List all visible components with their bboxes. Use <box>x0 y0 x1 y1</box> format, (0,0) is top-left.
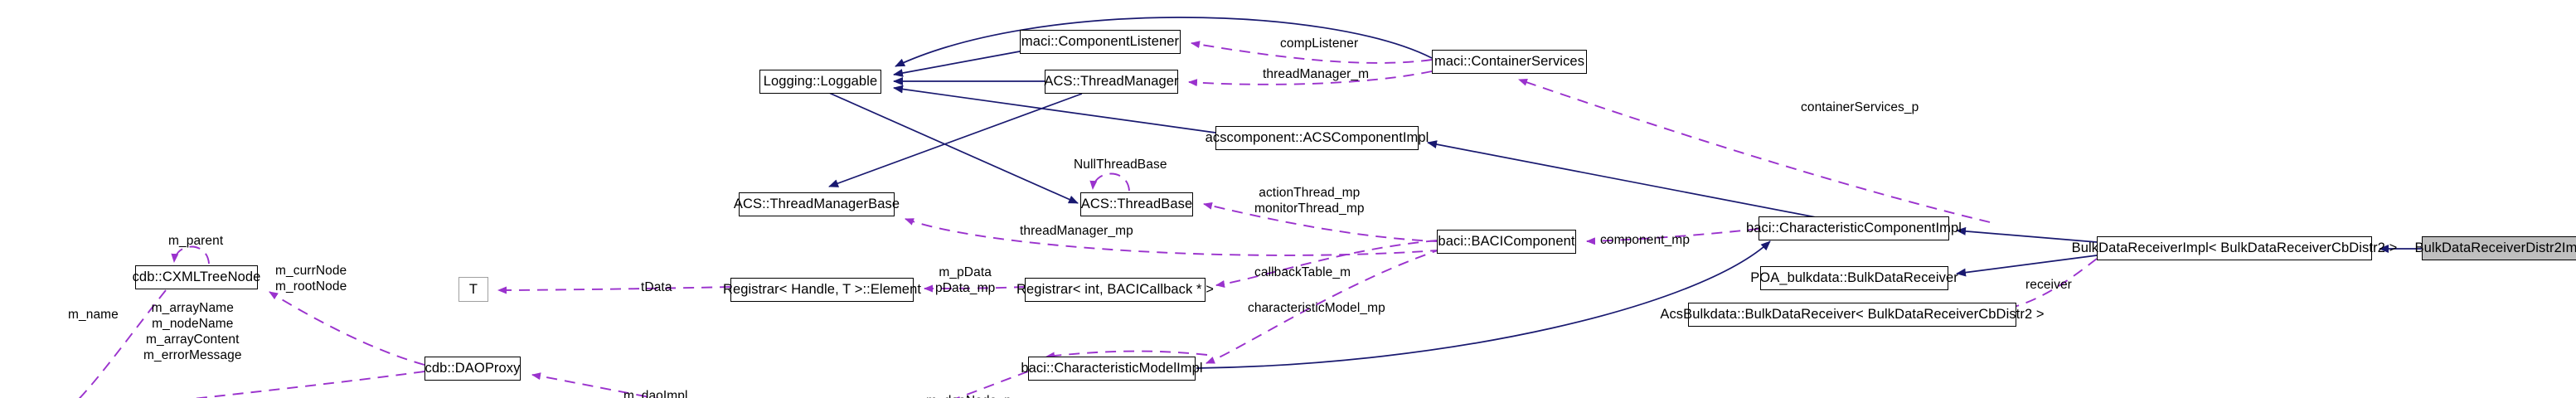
edge-label-m-daonode-p: m_daoNode_p <box>926 394 1011 398</box>
edge-label-line: m_arrayContent <box>146 332 240 347</box>
node-label: baci::CharacteristicComponentImpl <box>1745 221 1962 236</box>
node-label: baci::BACIComponent <box>1438 234 1575 250</box>
edge-label-receiver: receiver <box>2025 278 2072 292</box>
edge-label-actionthread-monitorthread: actionThread_mp monitorThread_mp <box>1254 186 1365 217</box>
node-label: ACS::ThreadManager <box>1044 74 1179 90</box>
node-poa-bulkdata-bulkdatareceiver[interactable]: POA_bulkdata::BulkDataReceiver <box>1750 266 1958 290</box>
edge-label-m-name-upper: m_name <box>68 308 119 322</box>
node-label: cdb::CXMLTreeNode <box>132 269 261 285</box>
node-template-param-t[interactable]: T <box>458 277 488 302</box>
node-baci-bacicomponent[interactable]: baci::BACIComponent <box>1437 230 1576 254</box>
node-cdb-daoproxy[interactable]: cdb::DAOProxy <box>424 357 521 381</box>
node-label: BulkDataReceiverDistr2Impl <box>2414 240 2576 256</box>
edge-label-line: m_rootNode <box>275 279 347 294</box>
edge-label-callbacktable-m: callbackTable_m <box>1254 265 1351 279</box>
edge-label-threadmanager-m: threadManager_m <box>1263 67 1370 81</box>
node-logging-loggable[interactable]: Logging::Loggable <box>759 70 881 94</box>
node-label: acscomponent::ACSComponentImpl <box>1205 130 1429 146</box>
edge-label-line: m_currNode <box>275 264 347 278</box>
node-label: T <box>468 281 478 297</box>
node-label: Logging::Loggable <box>763 74 878 90</box>
node-cdb-cxmltreenode[interactable]: cdb::CXMLTreeNode <box>132 265 261 289</box>
edge-label-characteristicmodel-mp: characteristicModel_mp <box>1248 301 1385 315</box>
node-label: BulkDataReceiverImpl< BulkDataReceiverCb… <box>2071 240 2398 256</box>
node-bulkdatareceiverimpl[interactable]: BulkDataReceiverImpl< BulkDataReceiverCb… <box>2072 236 2397 260</box>
node-registrar-handle-t-element[interactable]: Registrar< Handle, T >::Element <box>723 278 921 302</box>
edge-label-line: monitorThread_mp <box>1254 201 1365 216</box>
node-registrar-int-bacicallback[interactable]: Registrar< int, BACICallback * > <box>1016 278 1214 302</box>
edge-label-line: pData_mp <box>935 280 996 295</box>
node-label: cdb::DAOProxy <box>424 361 521 376</box>
node-label: Registrar< int, BACICallback * > <box>1016 282 1214 298</box>
edge-label-line: m_pData <box>939 265 992 279</box>
edge-label-m-daoimpl: m_daoImpl <box>623 389 688 398</box>
node-label: maci::ContainerServices <box>1434 54 1585 70</box>
node-label: baci::CharacteristicModelImpl <box>1021 361 1203 376</box>
edge-label-threadmanager-mp: threadManager_mp <box>1020 224 1133 238</box>
edge-label-line: actionThread_mp <box>1259 186 1361 200</box>
edge-label-cxmltreenode-members: m_arrayName m_nodeName m_arrayContent m_… <box>143 301 242 364</box>
edge-label-component-mp: component_mp <box>1600 233 1691 247</box>
edge-label-line: m_errorMessage <box>143 347 242 362</box>
node-acs-threadmanagerbase[interactable]: ACS::ThreadManagerBase <box>734 192 900 216</box>
node-bulkdatareceiverdistr2impl[interactable]: BulkDataReceiverDistr2Impl <box>2415 236 2576 260</box>
edge-label-line: m_nodeName <box>152 316 234 331</box>
edge-label-m-currnode-m-rootnode: m_currNode m_rootNode <box>275 264 347 295</box>
node-acsbulkdata-bulkdatareceiver[interactable]: AcsBulkdata::BulkDataReceiver< BulkDataR… <box>1660 303 2045 327</box>
node-baci-characteristiccomponentimpl[interactable]: baci::CharacteristicComponentImpl <box>1746 216 1962 240</box>
node-acscomponent-acscomponentimpl[interactable]: acscomponent::ACSComponentImpl <box>1206 126 1429 150</box>
node-label: ACS::ThreadBase <box>1080 197 1193 212</box>
edge-label-nullthreadbase: NullThreadBase <box>1074 158 1167 172</box>
edge-label-m-parent: m_parent <box>168 234 224 248</box>
node-maci-componentlistener[interactable]: maci::ComponentListener <box>1020 30 1181 54</box>
edge-label-line: m_arrayName <box>151 301 234 315</box>
node-acs-threadmanager[interactable]: ACS::ThreadManager <box>1044 70 1179 94</box>
node-label: AcsBulkdata::BulkDataReceiver< BulkDataR… <box>1660 307 2045 323</box>
node-maci-containerservices[interactable]: maci::ContainerServices <box>1432 50 1587 74</box>
node-baci-characteristicmodelimpl[interactable]: baci::CharacteristicModelImpl <box>1021 357 1203 381</box>
edge-label-containerservices-p: containerServices_p <box>1801 100 1919 114</box>
node-acs-threadbase[interactable]: ACS::ThreadBase <box>1080 192 1193 216</box>
edge-label-tdata: tData <box>641 280 672 294</box>
edge-label-complistener: compListener <box>1280 36 1359 51</box>
node-label: Registrar< Handle, T >::Element <box>722 282 922 298</box>
node-label: maci::ComponentListener <box>1021 34 1180 50</box>
node-label: ACS::ThreadManagerBase <box>733 197 900 212</box>
node-label: POA_bulkdata::BulkDataReceiver <box>1750 270 1958 286</box>
edge-label-m-pdata-pdata-mp: m_pData pData_mp <box>935 265 995 297</box>
